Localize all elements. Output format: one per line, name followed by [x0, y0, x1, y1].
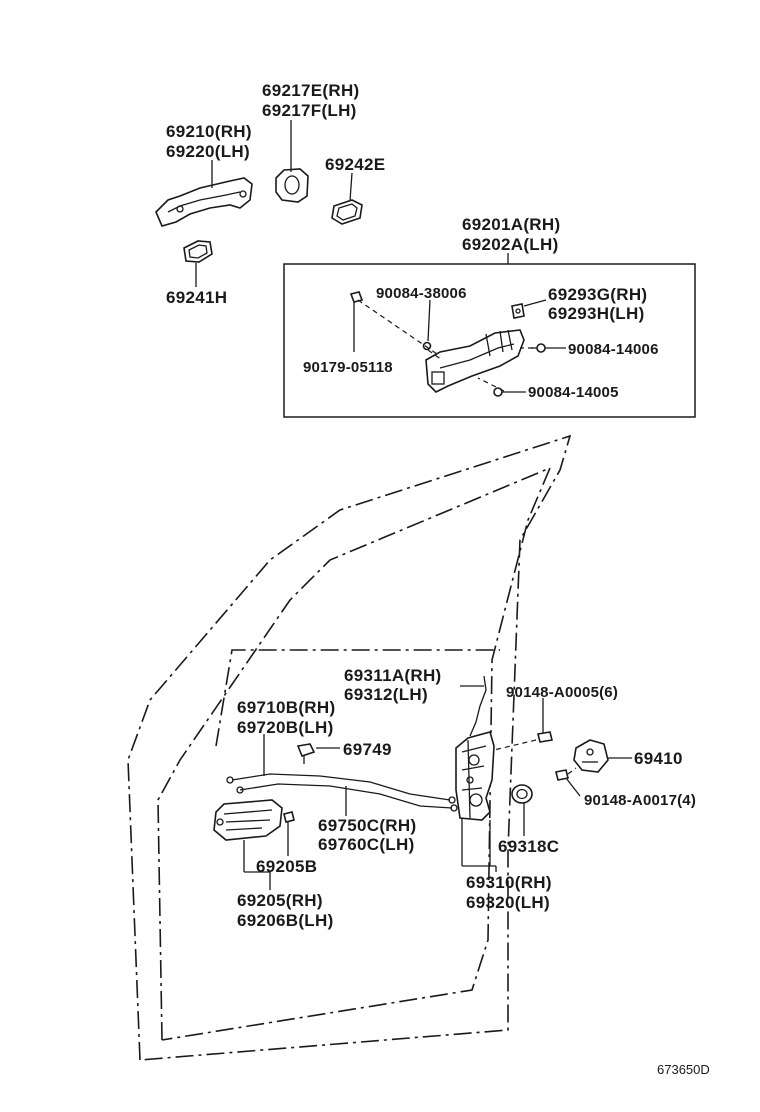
label-69293-line1: 69293G(RH) [548, 285, 647, 304]
label-90084-14006: 90084-14006 [568, 341, 659, 358]
handle-pad-shape [331, 199, 363, 225]
label-90084-14005: 90084-14005 [528, 384, 619, 401]
lock-rod-shape [469, 675, 487, 737]
outside-handle-shape [155, 177, 253, 227]
label-69310-line1: 69310(RH) [466, 873, 552, 892]
label-90148-A0017: 90148-A0017(4) [584, 792, 696, 809]
label-69217-line1: 69217E(RH) [262, 81, 360, 100]
label-69201-line1: 69201A(RH) [462, 215, 560, 234]
label-69205-line2: 69206B(LH) [237, 911, 334, 930]
handle-cap-shape [275, 168, 309, 203]
lock-cable-lower [239, 783, 453, 809]
outside-handle-group: 69217E(RH) 69217F(LH) 69210(RH) 69220(LH… [155, 81, 385, 307]
label-90084-38006: 90084-38006 [376, 285, 467, 302]
label-90179-05118: 90179-05118 [303, 359, 393, 376]
door-inner-outline [157, 466, 552, 1041]
door-window-outline [215, 649, 500, 747]
label-69750-line1: 69750C(RH) [318, 816, 416, 835]
door-lock-body [455, 731, 495, 821]
door-striker-shape [573, 739, 609, 773]
diagram-code: 673650D [657, 1062, 710, 1077]
label-69201-line2: 69202A(LH) [462, 235, 559, 254]
rear-pad-shape [183, 240, 213, 263]
frame-assembly-box [283, 263, 696, 418]
handle-frame-shape [425, 329, 525, 393]
label-69293-line2: 69293H(LH) [548, 304, 645, 323]
label-69241H: 69241H [166, 288, 227, 307]
label-69311-line1: 69311A(RH) [344, 666, 442, 685]
label-69210-line1: 69210(RH) [166, 122, 252, 141]
door-outline-group [127, 434, 572, 1061]
inside-handle-shape [213, 799, 283, 841]
label-69410: 69410 [634, 749, 683, 768]
label-69318C: 69318C [498, 837, 559, 856]
label-69205-line1: 69205(RH) [237, 891, 323, 910]
label-69242E: 69242E [325, 155, 385, 174]
label-69749: 69749 [343, 740, 392, 759]
label-69311-line2: 69312(LH) [344, 685, 428, 704]
label-69210-line2: 69220(LH) [166, 142, 250, 161]
label-69310-line2: 69320(LH) [466, 893, 550, 912]
door-outer-outline [127, 434, 572, 1061]
lock-mechanism-group: 69311A(RH) 69312(LH) 90148-A0005(6) 6971… [213, 666, 696, 930]
label-90148-A0005: 90148-A0005(6) [506, 684, 618, 701]
frame-assembly-group: 69201A(RH) 69202A(LH) 90084-38006 69293G… [283, 215, 696, 418]
label-69217-line2: 69217F(LH) [262, 101, 357, 120]
lock-grommet-shape [511, 784, 533, 804]
label-69710-line2: 69720B(LH) [237, 718, 334, 737]
label-69710-line1: 69710B(RH) [237, 698, 335, 717]
label-69750-line2: 69760C(LH) [318, 835, 415, 854]
lock-cable-upper [231, 773, 451, 801]
label-69205B: 69205B [256, 857, 317, 876]
